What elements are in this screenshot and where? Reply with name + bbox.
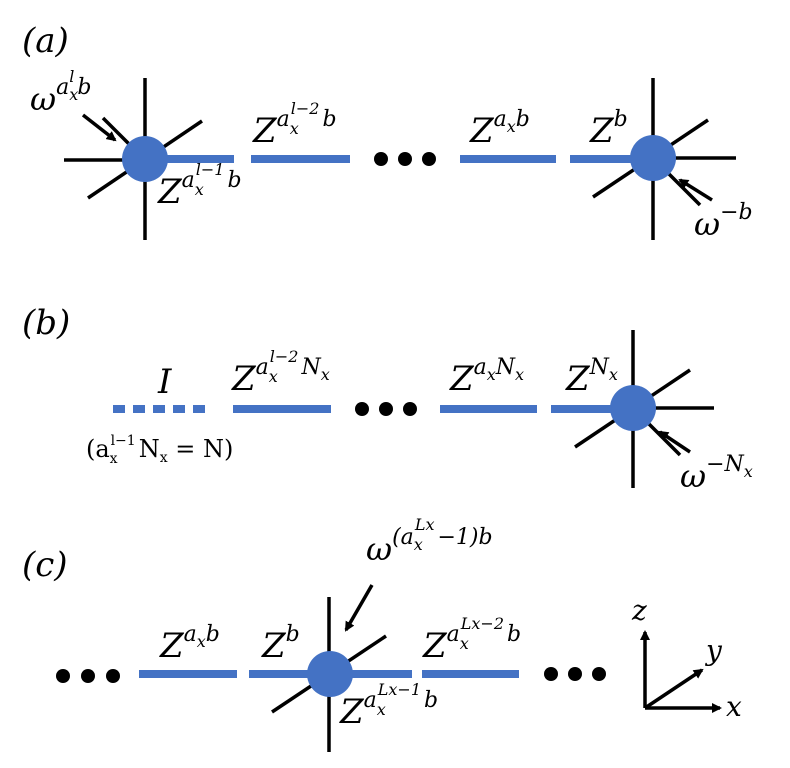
panel-c-axes: z y x — [631, 594, 742, 723]
panel-c-bond-2-label: Zb — [261, 622, 300, 666]
panel-a-bond-4-label: Zb — [589, 107, 628, 151]
panel-c-bond-1-label: Zaxb — [159, 622, 220, 666]
panel-a: (a) ωaxl — [22, 21, 753, 243]
axis-z-label: z — [631, 594, 647, 627]
panel-a-right-node-arrow — [678, 178, 713, 202]
axis-y-label: y — [704, 634, 723, 667]
panel-b-node-arrow — [658, 430, 691, 454]
panel-a-left-node-arrow — [81, 113, 117, 142]
axis-y-arrow — [644, 668, 704, 710]
panel-b-node-label: ω−Nx — [680, 452, 753, 495]
panel-a-tag: (a) — [22, 21, 69, 61]
panel-a-right-node-label: ω−b — [694, 200, 753, 243]
panel-c-left-ellipsis — [56, 669, 120, 683]
panel-b-bond-2-label: ZaxNx — [449, 355, 524, 399]
panel-c-right-ellipsis — [544, 667, 606, 681]
panel-c-node-label: ω(axLx−1)b — [366, 515, 493, 568]
panel-c: (c) ω(axLx−1)b Zaxb Zb ZaxLx−1 — [22, 515, 742, 752]
panel-b-node — [610, 385, 656, 431]
panel-a-bond-3-label: Zaxb — [469, 107, 530, 151]
panel-b-tag: (b) — [22, 303, 70, 343]
panel-b-bond-3-label: ZNx — [565, 355, 618, 399]
panel-a-left-node — [122, 136, 168, 182]
panel-a-right-node — [630, 135, 676, 181]
panel-a-ellipsis — [374, 152, 436, 166]
panel-c-node — [307, 651, 353, 697]
axis-x-label: x — [726, 690, 742, 723]
panel-c-tag: (c) — [22, 545, 68, 585]
panel-b-identity-label: I — [157, 362, 172, 402]
panel-b-ellipsis — [355, 402, 417, 416]
panel-c-node-arrow — [344, 584, 374, 632]
